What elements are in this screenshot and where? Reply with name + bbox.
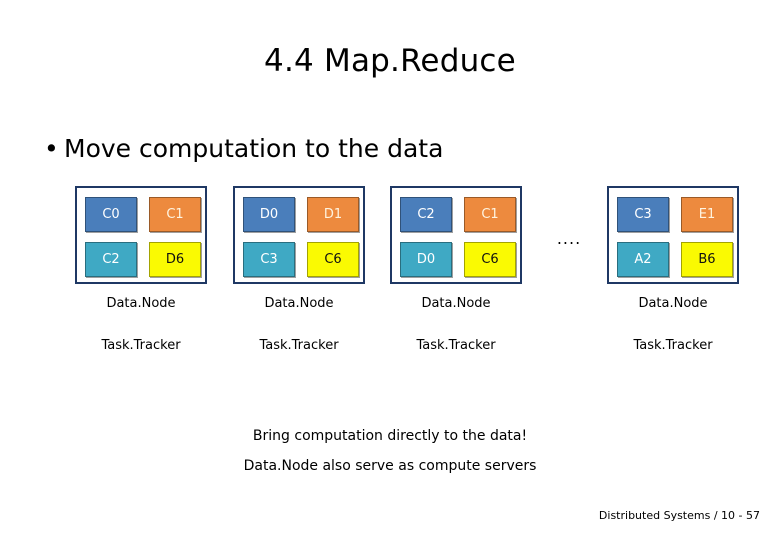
data-block-cell: C3 bbox=[617, 197, 669, 232]
data-block-cell: D0 bbox=[400, 242, 452, 277]
data-block-cell: C1 bbox=[149, 197, 201, 232]
caption-line-1: Bring computation directly to the data! bbox=[252, 428, 528, 444]
data-block-cell: D0 bbox=[243, 197, 295, 232]
data-block-cell: C6 bbox=[464, 242, 516, 277]
caption-line-2: Data.Node also serve as compute servers bbox=[243, 458, 537, 474]
data-block-cell: D6 bbox=[149, 242, 201, 277]
ellipsis-separator: .... bbox=[556, 229, 582, 248]
data-block-cell: C6 bbox=[307, 242, 359, 277]
tasktracker-label: Task.Tracker bbox=[633, 338, 713, 353]
bullet-item: • Move computation to the data bbox=[44, 132, 744, 166]
tasktracker-label: Task.Tracker bbox=[416, 338, 496, 353]
tasktracker-label: Task.Tracker bbox=[101, 338, 181, 353]
slide-footer: Distributed Systems / 10 - 57 bbox=[598, 509, 760, 522]
datanode-label: Data.Node bbox=[264, 296, 334, 311]
data-block-cell: C2 bbox=[85, 242, 137, 277]
tasktracker-label: Task.Tracker bbox=[259, 338, 339, 353]
data-block-cell: D1 bbox=[307, 197, 359, 232]
data-block-cell: B6 bbox=[681, 242, 733, 277]
data-block-cell: C1 bbox=[464, 197, 516, 232]
page-title: 4.4 Map.Reduce bbox=[264, 43, 516, 79]
datanode-label: Data.Node bbox=[638, 296, 708, 311]
data-block-cell: C3 bbox=[243, 242, 295, 277]
bullet-text: Move computation to the data bbox=[64, 134, 444, 163]
datanode-label: Data.Node bbox=[106, 296, 176, 311]
data-block-cell: E1 bbox=[681, 197, 733, 232]
datanode-label: Data.Node bbox=[421, 296, 491, 311]
data-block-cell: C0 bbox=[85, 197, 137, 232]
bullet-marker-icon: • bbox=[44, 134, 59, 163]
data-block-cell: A2 bbox=[617, 242, 669, 277]
data-block-cell: C2 bbox=[400, 197, 452, 232]
